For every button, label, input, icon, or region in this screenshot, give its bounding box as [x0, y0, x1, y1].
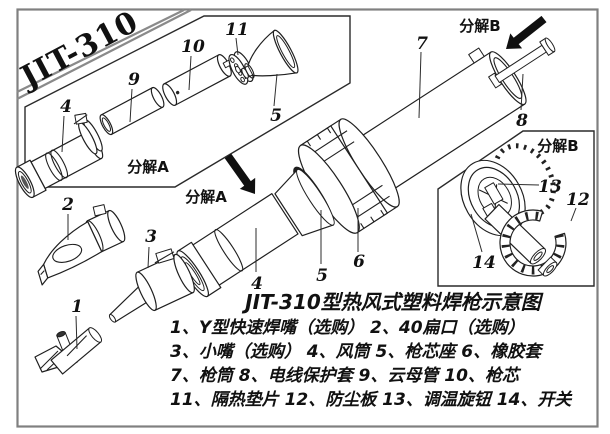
callout-small-nozzle: 3	[145, 227, 157, 247]
callout-exploded-wind-tube: 4	[60, 97, 72, 117]
explode-a-label-1: 分解A	[127, 158, 169, 176]
explode-a-label-2: 分解A	[185, 188, 227, 206]
explode-b-label-box: 分解B	[537, 137, 578, 155]
barrel-nub	[468, 47, 485, 64]
explode-b-region	[437, 130, 595, 287]
callout-temp-knob: 13	[538, 177, 562, 197]
callout-main-gun-barrel: 7	[416, 34, 428, 54]
callout-exploded-mica-tube: 9	[128, 70, 140, 90]
callout-main-core-seat: 5	[316, 266, 328, 286]
y-nozzle	[34, 327, 103, 375]
exploded-gun-core	[162, 54, 241, 106]
exploded-mica-tube	[99, 86, 165, 136]
core-seat-cone	[274, 168, 335, 237]
shaft-end-ring	[537, 256, 558, 277]
callout-numbers: 4 9 10 11 5 4 5 6 7 8 13 12 14 2 3 1	[60, 20, 590, 317]
small-nozzle	[108, 248, 195, 323]
rubber-sleeve-nut	[297, 118, 400, 234]
wire-protector-tube	[488, 37, 556, 89]
callout-dust-plate: 12	[566, 190, 590, 210]
callout-leaders	[61, 37, 577, 350]
temp-knob-shape	[484, 182, 504, 205]
explode-b-arrow	[506, 15, 547, 49]
legend-line-2: 3、小嘴（选购） 4、风筒 5、枪芯座 6、橡胶套	[170, 342, 544, 362]
callout-main-rubber-sleeve: 6	[353, 252, 365, 272]
callout-exploded-core-seat: 5	[270, 106, 282, 126]
exploded-core-seat	[240, 29, 299, 80]
callout-y-nozzle: 1	[71, 297, 83, 317]
callout-main-wind-tube: 4	[251, 274, 263, 294]
callout-exploded-insulation-gasket: 11	[225, 20, 249, 40]
cap-shaft	[484, 203, 547, 265]
callout-switch: 14	[472, 253, 496, 273]
legend-line-4: 11、隔热垫片 12、防尘板 13、调温旋钮 14、开关	[170, 390, 573, 410]
legend-line-3: 7、枪筒 8、电线保护套 9、云母管 10、枪芯	[170, 366, 522, 386]
flat-nozzle	[37, 204, 126, 286]
callout-exploded-gun-core: 10	[181, 37, 205, 57]
explode-b-label-top: 分解B	[459, 17, 500, 35]
rear-cap-detail	[460, 143, 567, 277]
explode-a-arrow	[224, 153, 256, 194]
diagram-title: JIT-310型热风式塑料焊枪示意图	[241, 290, 544, 314]
hose-clamp	[73, 112, 103, 155]
main-assembly	[176, 37, 556, 298]
parts-legend: 1、Y型快速焊嘴（选购） 2、40扁口（选购） 3、小嘴（选购） 4、风筒 5、…	[170, 318, 573, 410]
exploded-wind-tube	[14, 112, 104, 199]
callout-flat-nozzle: 2	[61, 195, 74, 215]
legend-line-1: 1、Y型快速焊嘴（选购） 2、40扁口（选购）	[170, 318, 525, 338]
callout-main-wire-protector: 8	[515, 111, 528, 131]
